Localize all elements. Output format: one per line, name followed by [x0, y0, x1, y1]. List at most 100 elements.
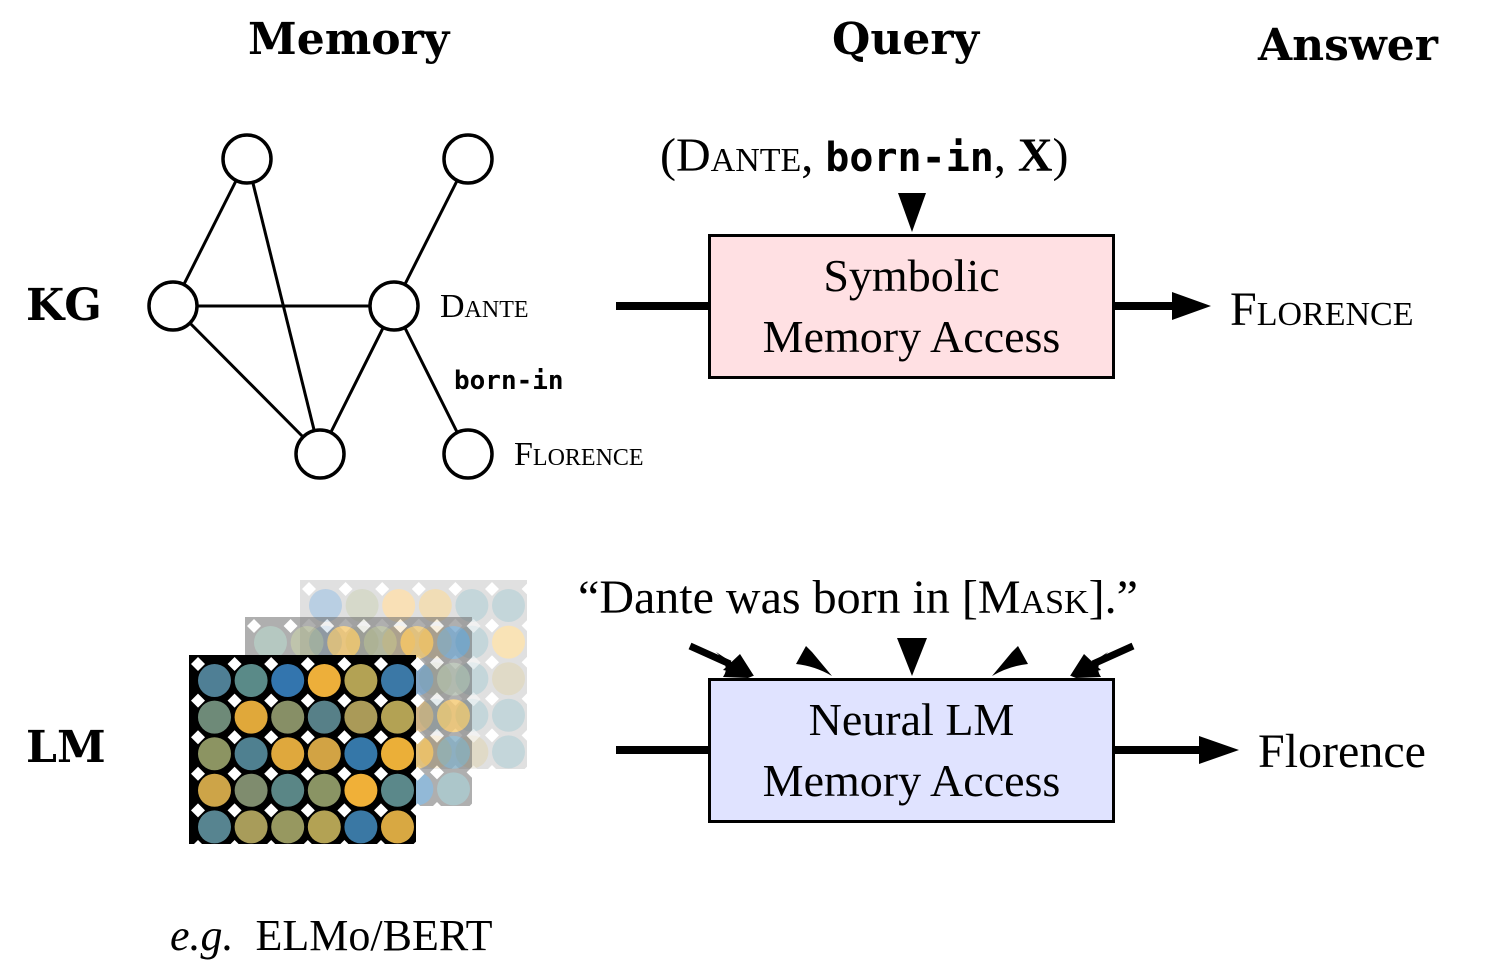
kg-query-close: ) — [1052, 129, 1069, 182]
lm-matrix-gap — [521, 691, 536, 706]
lm-matrix-gap — [227, 657, 242, 671]
lm-matrix-gap — [410, 693, 425, 708]
lm-matrix-gap — [374, 840, 388, 854]
kg-graph-nodes — [147, 133, 494, 480]
lm-memory-caption: e.g. ELMo/BERT — [170, 910, 492, 961]
lm-matrix-gap — [430, 802, 444, 816]
lm-matrix-gap — [264, 840, 279, 854]
lm-matrix-gap — [410, 766, 425, 781]
lm-matrix-gap — [410, 803, 425, 818]
lm-matrix-cell — [271, 737, 305, 771]
lm-matrix-gap — [191, 840, 205, 854]
kg-query-subject: Dante — [675, 129, 802, 182]
lm-matrix-gap — [521, 582, 536, 596]
kg-edge-n_left-n_bottom — [171, 304, 322, 456]
neural-box-line2: Memory Access — [762, 754, 1061, 806]
lm-matrix-cell — [234, 810, 268, 844]
kg-graph-edges — [171, 158, 470, 456]
lm-matrix-gap — [521, 728, 536, 743]
symbolic-box-line1: Symbolic — [823, 249, 1000, 301]
lm-matrix-gap — [264, 766, 279, 781]
kg-query-triple: (Dante, born-in, X) — [660, 128, 1069, 183]
lm-matrix-cell — [271, 773, 305, 807]
row-label-kg: KG — [26, 280, 102, 331]
lm-matrix-cell — [234, 664, 268, 697]
lm-matrix-cell — [381, 700, 414, 734]
kg-node-dante — [368, 280, 420, 332]
lm-matrix-gap — [374, 657, 388, 671]
kg-node-bottom — [294, 428, 346, 480]
lm-matrix-gap — [430, 728, 444, 743]
lm-matrix-gap — [302, 582, 316, 596]
lm-matrix-cell — [198, 700, 231, 734]
lm-matrix-cell — [290, 626, 324, 659]
kg-query-sep1: , — [801, 129, 826, 182]
lm-query-sentence: “Dante was born in [Mask].” — [578, 570, 1138, 625]
lm-matrix-cell — [492, 625, 525, 659]
kg-edge-n_dante-n_florence — [392, 305, 470, 455]
lm-matrix-cell — [492, 735, 525, 769]
kg-node-label-dante: Dante — [440, 288, 529, 325]
lm-matrix-gap — [485, 691, 499, 706]
lm-matrix-cell — [307, 664, 341, 697]
lm-matrix-cell — [271, 810, 305, 844]
lm-matrix-cell — [307, 773, 341, 807]
lm-matrix-cell — [307, 700, 341, 734]
kg-answer: Florence — [1230, 283, 1414, 336]
lm-matrix-cell — [327, 626, 361, 659]
lm-matrix-gap — [430, 765, 444, 780]
neural-lm-memory-access-box: Neural LM Memory Access — [708, 678, 1115, 823]
kg-node-florence — [442, 428, 494, 480]
lm-matrix-gap — [300, 840, 315, 854]
lm-matrix-cell — [400, 626, 434, 659]
lm-matrix-gap — [338, 582, 353, 596]
lm-matrix-gap — [466, 765, 481, 780]
header-answer: Answer — [1258, 20, 1438, 71]
lm-matrix-gap — [191, 730, 205, 745]
token-arrow-head-4-icon — [992, 646, 1028, 676]
lm-matrix-gap — [374, 693, 388, 708]
lm-matrix-gap — [356, 619, 371, 633]
lm-answer: Florence — [1258, 725, 1426, 778]
lm-matrix-gap — [227, 730, 242, 745]
lm-matrix-gap — [320, 619, 335, 633]
lm-matrix-gap — [264, 657, 279, 671]
lm-matrix-gap — [300, 693, 315, 708]
lm-matrix-cell — [198, 810, 231, 844]
lm-matrix-cell — [344, 664, 378, 697]
lm-matrix-gap — [521, 618, 536, 633]
lm-matrix-gap — [485, 765, 499, 779]
lm-matrix-cell — [344, 700, 378, 734]
lm-matrix-gap — [393, 619, 408, 633]
lm-matrix-gap — [191, 766, 205, 781]
lm-matrix-cell — [271, 664, 305, 697]
lm-matrix-gap — [466, 802, 481, 816]
kg-query-sep2: , — [993, 129, 1018, 182]
lm-matrix-cell — [344, 773, 378, 807]
symbolic-box-line2: Memory Access — [762, 310, 1061, 362]
lm-matrix-gap — [430, 655, 444, 670]
lm-matrix-cell — [198, 773, 231, 807]
lm-matrix-gap — [374, 766, 388, 781]
lm-query-mask-token: Mask — [977, 571, 1089, 624]
lm-matrix-gap — [375, 582, 390, 596]
lm-query-open-quote: “ — [578, 571, 600, 624]
lm-matrix-gap — [300, 730, 315, 745]
lm-matrix-gap — [227, 803, 242, 818]
lm-matrix-gap — [264, 730, 279, 745]
lm-matrix-cell — [198, 737, 231, 771]
symbolic-memory-access-box: Symbolic Memory Access — [708, 234, 1115, 379]
lm-matrix-cell — [492, 662, 525, 696]
lm-matrix-gap — [466, 692, 481, 707]
lm-matrix-gap — [430, 619, 444, 633]
lm-matrix-cell — [344, 737, 378, 771]
lm-matrix-gap — [227, 766, 242, 781]
lm-matrix-gap — [410, 840, 425, 854]
lm-matrix-gap — [410, 657, 425, 671]
lm-matrix-cell — [344, 810, 378, 844]
lm-matrix-gap — [466, 655, 481, 670]
token-arrow-head-1-icon — [716, 652, 754, 678]
lm-matrix-gap — [410, 730, 425, 745]
lm-memory-matrices — [189, 580, 536, 854]
lm-token-arrows — [688, 638, 1135, 678]
